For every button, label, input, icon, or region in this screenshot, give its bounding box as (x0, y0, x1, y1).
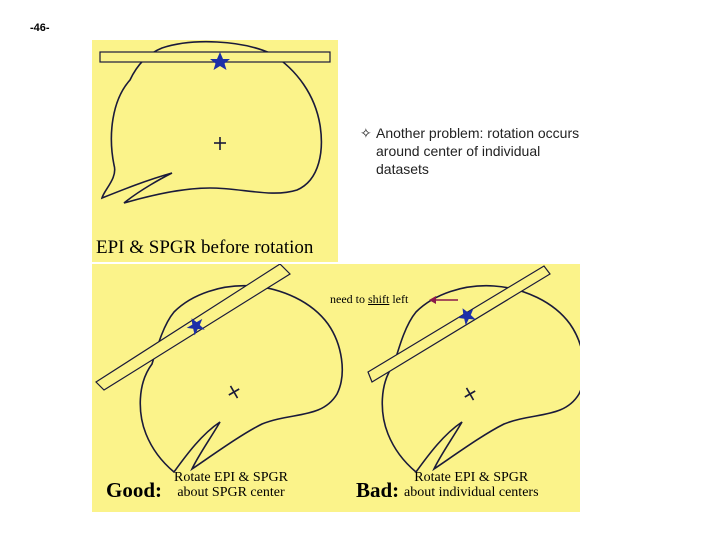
figure-before-rotation: EPI & SPGR before rotation (92, 40, 338, 262)
good-brain (139, 284, 344, 474)
star-icon (210, 52, 230, 70)
slab-rectangle-bad (367, 265, 551, 383)
good-description: Rotate EPI & SPGR about SPGR center (174, 470, 288, 500)
slide-number: -46- (30, 22, 50, 34)
bullet-text: Another problem: rotation occurs around … (376, 125, 580, 177)
star-icon-bad (457, 308, 476, 326)
brain-outline-good (139, 284, 344, 474)
brain-outline-bad (381, 284, 580, 474)
figure-after-rotation: need to shift left Good: Rotate EPI & SP… (92, 264, 580, 512)
bad-brain (381, 284, 580, 474)
center-cross-good (228, 385, 240, 399)
diamond-bullet-icon: ✧ (360, 125, 372, 141)
good-label: Good: (106, 478, 163, 502)
center-cross-icon (214, 137, 226, 150)
caption-before-rotation: EPI & SPGR before rotation (96, 237, 314, 258)
shift-left-arrow-icon (429, 296, 458, 304)
shift-annotation: need to shift left (330, 292, 409, 306)
bad-description: Rotate EPI & SPGR about individual cente… (404, 470, 539, 500)
brain-diagrams-after (95, 264, 580, 474)
bad-label: Bad: (356, 478, 400, 502)
star-icon-good (186, 318, 205, 336)
brain-diagram-before (99, 41, 331, 204)
center-cross-bad (464, 387, 476, 401)
brain-outline (100, 41, 323, 204)
